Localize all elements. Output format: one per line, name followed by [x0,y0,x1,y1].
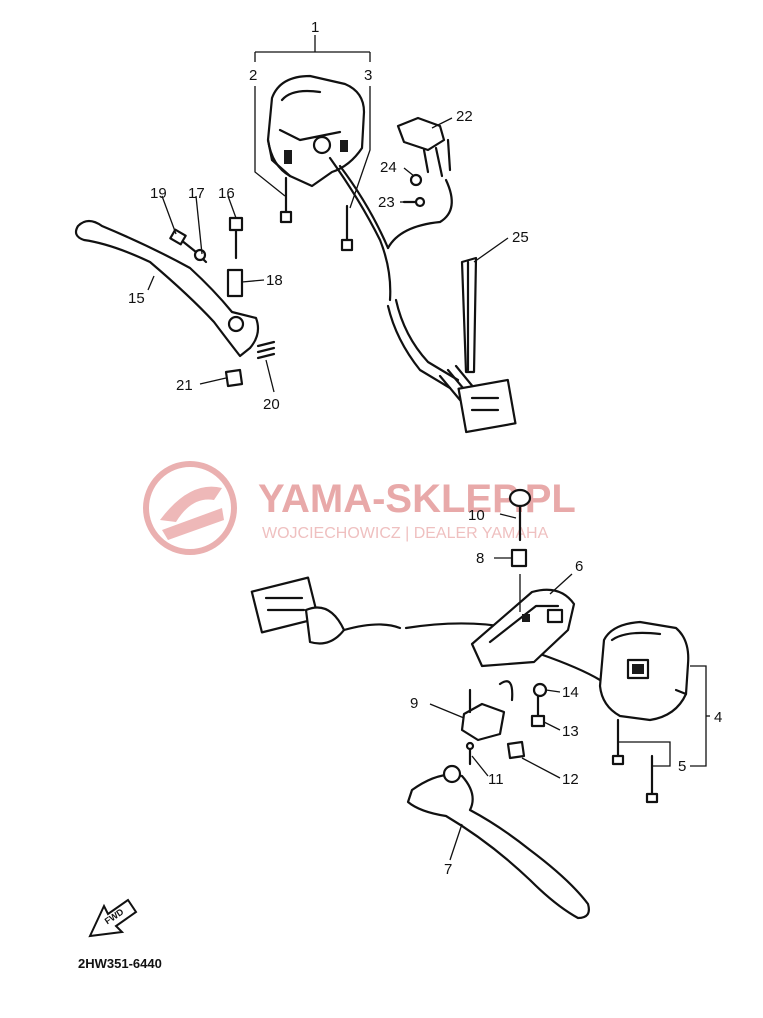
clutch-switch [396,116,452,208]
callout-14: 14 [562,684,579,701]
throttle-housing [470,588,576,668]
callout-12: 12 [562,771,579,788]
left-switch-housing [266,74,366,188]
callout-22: 22 [456,108,473,125]
lower-lever [406,764,590,920]
callout-16: 16 [218,185,235,202]
callout-19: 19 [150,185,167,202]
leader-lines [147,117,573,861]
callout-1: 1 [311,19,319,36]
callout-23: 23 [378,194,395,211]
part-number: 2HW351-6440 [78,956,162,971]
bracket-4-5 [690,665,710,767]
callout-2: 2 [249,67,257,84]
fwd-arrow-icon: FWD [88,898,138,938]
cable-tie [460,256,478,374]
brake-switch [460,680,514,766]
watermark-subtitle: WOJCIECHOWICZ | DEALER YAMAHA [262,525,549,542]
callout-3: 3 [364,67,372,84]
callout-21: 21 [176,377,193,394]
callout-17: 17 [188,185,205,202]
housing-screws [279,176,354,252]
callouts: 1 2 3 22 24 23 25 19 17 16 18 15 21 20 1… [128,19,722,878]
callout-4: 4 [714,709,722,726]
callout-7: 7 [444,861,452,878]
callout-10: 10 [468,507,485,524]
small-fasteners [506,682,548,760]
throttle-screw [508,488,532,612]
watermark-logo-icon [143,461,237,555]
callout-15: 15 [128,290,145,307]
callout-20: 20 [263,396,280,413]
callout-11: 11 [488,771,504,788]
callout-8: 8 [476,550,484,567]
lower-connector [250,576,602,682]
callout-13: 13 [562,723,579,740]
callout-6: 6 [575,558,583,575]
watermark: YAMA-SKLEP.PL WOJCIECHOWICZ | DEALER YAM… [143,461,576,555]
callout-25: 25 [512,229,529,246]
callout-5: 5 [678,758,686,775]
callout-24: 24 [380,159,397,176]
callout-18: 18 [266,272,283,289]
right-housing-screws [611,718,671,804]
right-switch-housing [598,620,690,722]
callout-9: 9 [410,695,418,712]
upper-harness [328,156,517,434]
upper-lever [74,216,276,388]
